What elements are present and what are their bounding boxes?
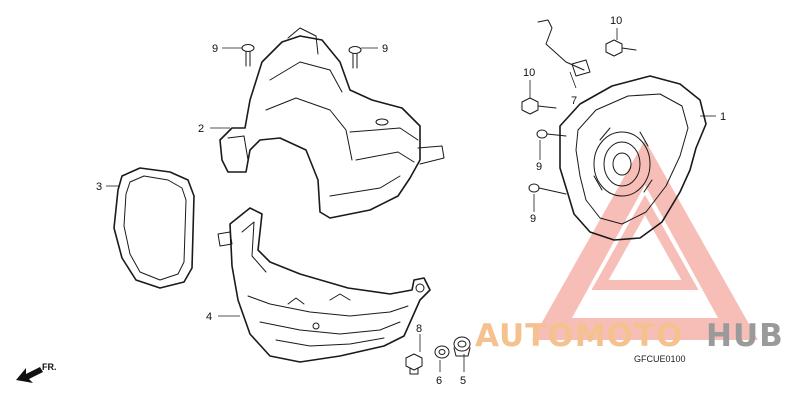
fan-cover-part-1 [537,19,707,241]
callout-6: 6 [436,375,442,387]
bolt-9-mid [536,129,567,139]
lower-shroud-part-4 [217,207,431,363]
callout-10: 10 [523,67,535,79]
callout-3: 3 [96,181,102,193]
bolt-10-top [605,39,637,57]
callout-9: 9 [382,43,388,55]
front-label: FR. [42,362,57,372]
callout-9: 9 [212,43,218,55]
callout-2: 2 [198,123,204,135]
watermark-logo [532,140,758,340]
front-direction-indicator: FR. [16,362,57,383]
callout-9: 9 [536,161,542,173]
leader-lines [106,28,716,372]
callout-5: 5 [460,375,466,387]
bolt-9-upper-left [241,44,255,67]
front-arrow-icon [16,367,43,383]
callout-1: 1 [720,111,726,123]
watermark-text-automoto: AUTOMOTO [475,318,683,354]
bolt-part-8 [405,353,423,375]
callout-8: 8 [416,323,422,335]
gasket-part-3 [113,167,195,289]
callout-10: 10 [610,15,622,27]
bolt-9-low [528,183,567,195]
bolt-9-upper-right [348,46,362,69]
watermark-text: AUTOMOTO HUB [475,318,784,354]
callout-4: 4 [206,311,212,323]
bolt-10-mid [521,97,557,115]
upper-shroud-part-2 [219,27,445,219]
diagram-code: GFCUE0100 [634,354,686,364]
callout-9: 9 [530,213,536,225]
grommet-part-5 [453,336,471,357]
callout-7: 7 [571,95,577,107]
watermark-text-hub: HUB [706,318,784,354]
washer-part-6 [434,345,450,359]
